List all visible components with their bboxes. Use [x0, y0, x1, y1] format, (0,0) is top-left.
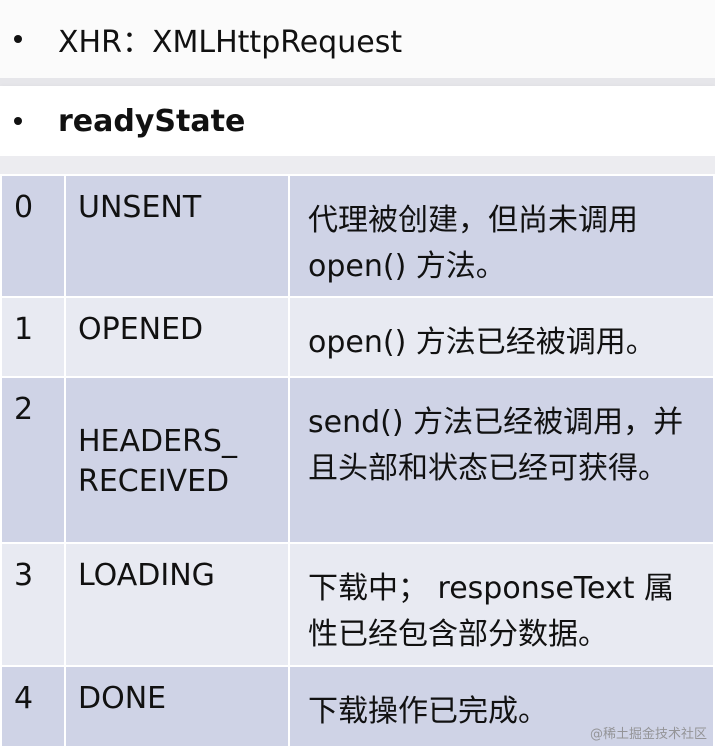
state-number: 3 — [0, 542, 66, 667]
state-description: send() 方法已经被调用，并且头部和状态已经可获得。 — [288, 376, 715, 544]
state-name: OPENED — [64, 296, 290, 378]
bullet-item-readystate: readyState — [0, 86, 715, 156]
watermark: @稀土掘金技术社区 — [589, 727, 707, 742]
bullet-item-xhr: XHR：XMLHttpRequest — [0, 0, 715, 78]
table-row: 4 DONE 下载操作已完成。 — [0, 665, 715, 748]
table-row: 2 HEADERS_ RECEIVED send() 方法已经被调用，并且头部和… — [0, 376, 715, 544]
state-number: 4 — [0, 665, 66, 748]
table-row: 3 LOADING 下载中； responseText 属性已经包含部分数据。 — [0, 542, 715, 667]
bullet-dot-icon — [14, 35, 22, 43]
state-number: 2 — [0, 376, 66, 544]
state-number: 1 — [0, 296, 66, 378]
state-description: open() 方法已经被调用。 — [288, 296, 715, 378]
table-row: 0 UNSENT 代理被创建，但尚未调用 open() 方法。 — [0, 174, 715, 298]
bullet-text: XHR：XMLHttpRequest — [58, 25, 403, 60]
state-name: DONE — [64, 665, 290, 748]
readystate-table: 0 UNSENT 代理被创建，但尚未调用 open() 方法。 1 OPENED… — [0, 174, 715, 748]
state-name: HEADERS_ RECEIVED — [64, 376, 290, 544]
table-row: 1 OPENED open() 方法已经被调用。 — [0, 296, 715, 378]
state-description: 下载操作已完成。 — [288, 665, 715, 748]
state-name: LOADING — [64, 542, 290, 667]
state-description: 代理被创建，但尚未调用 open() 方法。 — [288, 174, 715, 298]
divider — [0, 156, 715, 174]
state-description: 下载中； responseText 属性已经包含部分数据。 — [288, 542, 715, 667]
bullet-text: readyState — [58, 103, 246, 139]
state-name: UNSENT — [64, 174, 290, 298]
divider — [0, 78, 715, 86]
state-number: 0 — [0, 174, 66, 298]
bullet-dot-icon — [14, 117, 22, 125]
